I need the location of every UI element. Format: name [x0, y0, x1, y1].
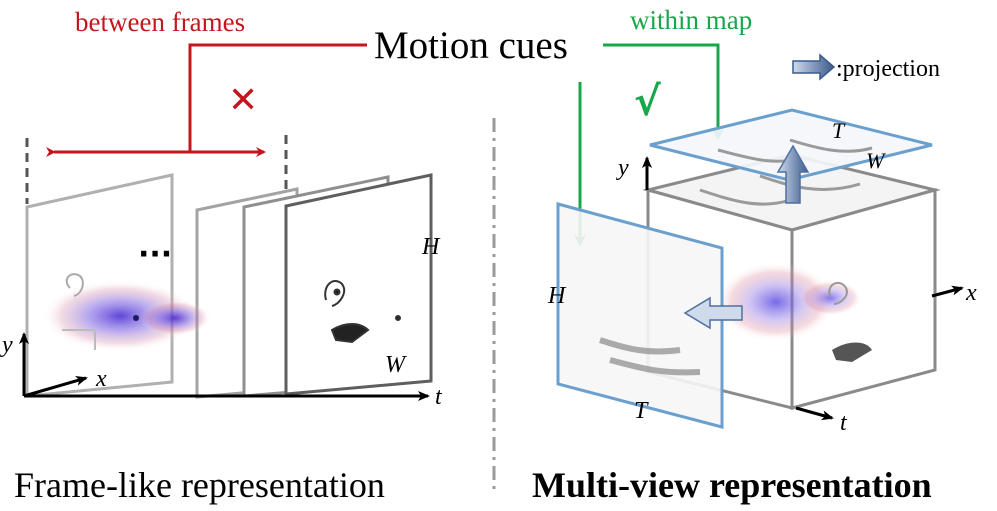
cube-events: [716, 262, 872, 362]
left-axis-y-label: y: [0, 332, 13, 358]
frame-stack: ··· H W: [25, 135, 441, 399]
left-axis-H: H: [421, 234, 441, 260]
right-t-axis: [795, 406, 834, 421]
projection-arrow-up-icon: [776, 144, 810, 204]
side-plane-strokes: [599, 337, 701, 376]
left-axis-t-label: t: [435, 384, 443, 410]
projection-legend-arrow-icon: [792, 53, 836, 81]
top-plane-T: T: [832, 118, 846, 143]
frame-5: [284, 173, 433, 396]
green-connector-right: [603, 43, 724, 141]
right-axis-y-label: y: [616, 155, 629, 181]
left-axes: t y x: [0, 332, 443, 410]
left-axis-W: W: [385, 352, 407, 378]
side-plane-T: T: [634, 398, 649, 424]
cube-top-strokes: [699, 174, 861, 206]
motion-cues-label: Motion cues: [374, 24, 568, 67]
projection-arrow-left-icon: [683, 296, 743, 330]
left-caption: Frame-like representation: [14, 465, 385, 505]
left-x-axis: [23, 375, 88, 398]
right-x-axis: [931, 285, 964, 298]
top-plane-W: W: [866, 148, 886, 173]
frame-1-events: [42, 273, 211, 352]
right-caption: Multi-view representation: [532, 465, 932, 505]
frames-ellipsis: ···: [138, 237, 172, 272]
top-projection-plane: [649, 108, 933, 182]
frame-5-content: [324, 280, 401, 344]
multiview-cube: T W H T: [547, 108, 941, 429]
between-frames-label: between frames: [75, 7, 245, 37]
side-plane-H: H: [547, 283, 567, 309]
projection-legend-label: :projection: [836, 56, 940, 82]
check-mark-icon: √: [634, 79, 661, 125]
cross-mark-icon: ✕: [228, 80, 258, 121]
red-connector-line: [188, 43, 367, 152]
right-axis-t-label: t: [840, 410, 848, 436]
right-axes: y x t: [616, 155, 977, 436]
within-map-label: within map: [630, 5, 752, 35]
cube-side-face: [790, 188, 937, 410]
right-axis-x-label: x: [965, 280, 977, 306]
left-axis-x-label: x: [95, 366, 107, 392]
